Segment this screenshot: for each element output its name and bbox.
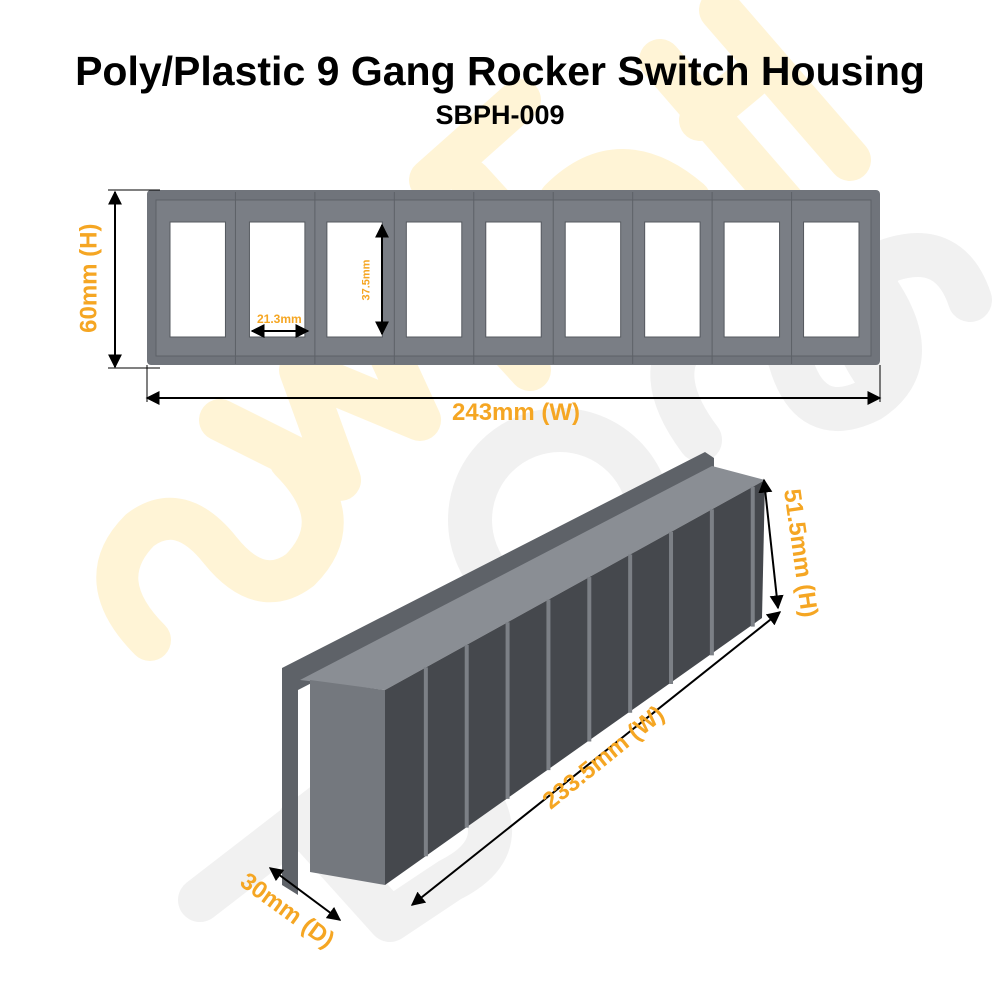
opening-height-label: 37.5mm xyxy=(360,259,373,301)
opening-width-label: 21.3mm xyxy=(257,312,302,326)
switch-opening xyxy=(723,221,781,338)
front-height-label: 60mm (H) xyxy=(75,223,103,333)
switch-opening xyxy=(485,221,542,338)
switch-opening xyxy=(248,221,306,338)
iso-view-housing xyxy=(282,452,765,895)
front-view-panel xyxy=(147,190,880,365)
model-number: SBPH-009 xyxy=(435,100,565,130)
page-title: Poly/Plastic 9 Gang Rocker Switch Housin… xyxy=(75,48,925,94)
switch-opening xyxy=(644,221,701,338)
switch-opening xyxy=(803,221,860,338)
front-width-label: 243mm (W) xyxy=(452,399,581,426)
switch-openings xyxy=(169,192,860,364)
switch-opening xyxy=(564,221,622,338)
switch-opening xyxy=(326,221,383,338)
switch-opening xyxy=(405,221,463,338)
switch-opening xyxy=(169,221,226,338)
